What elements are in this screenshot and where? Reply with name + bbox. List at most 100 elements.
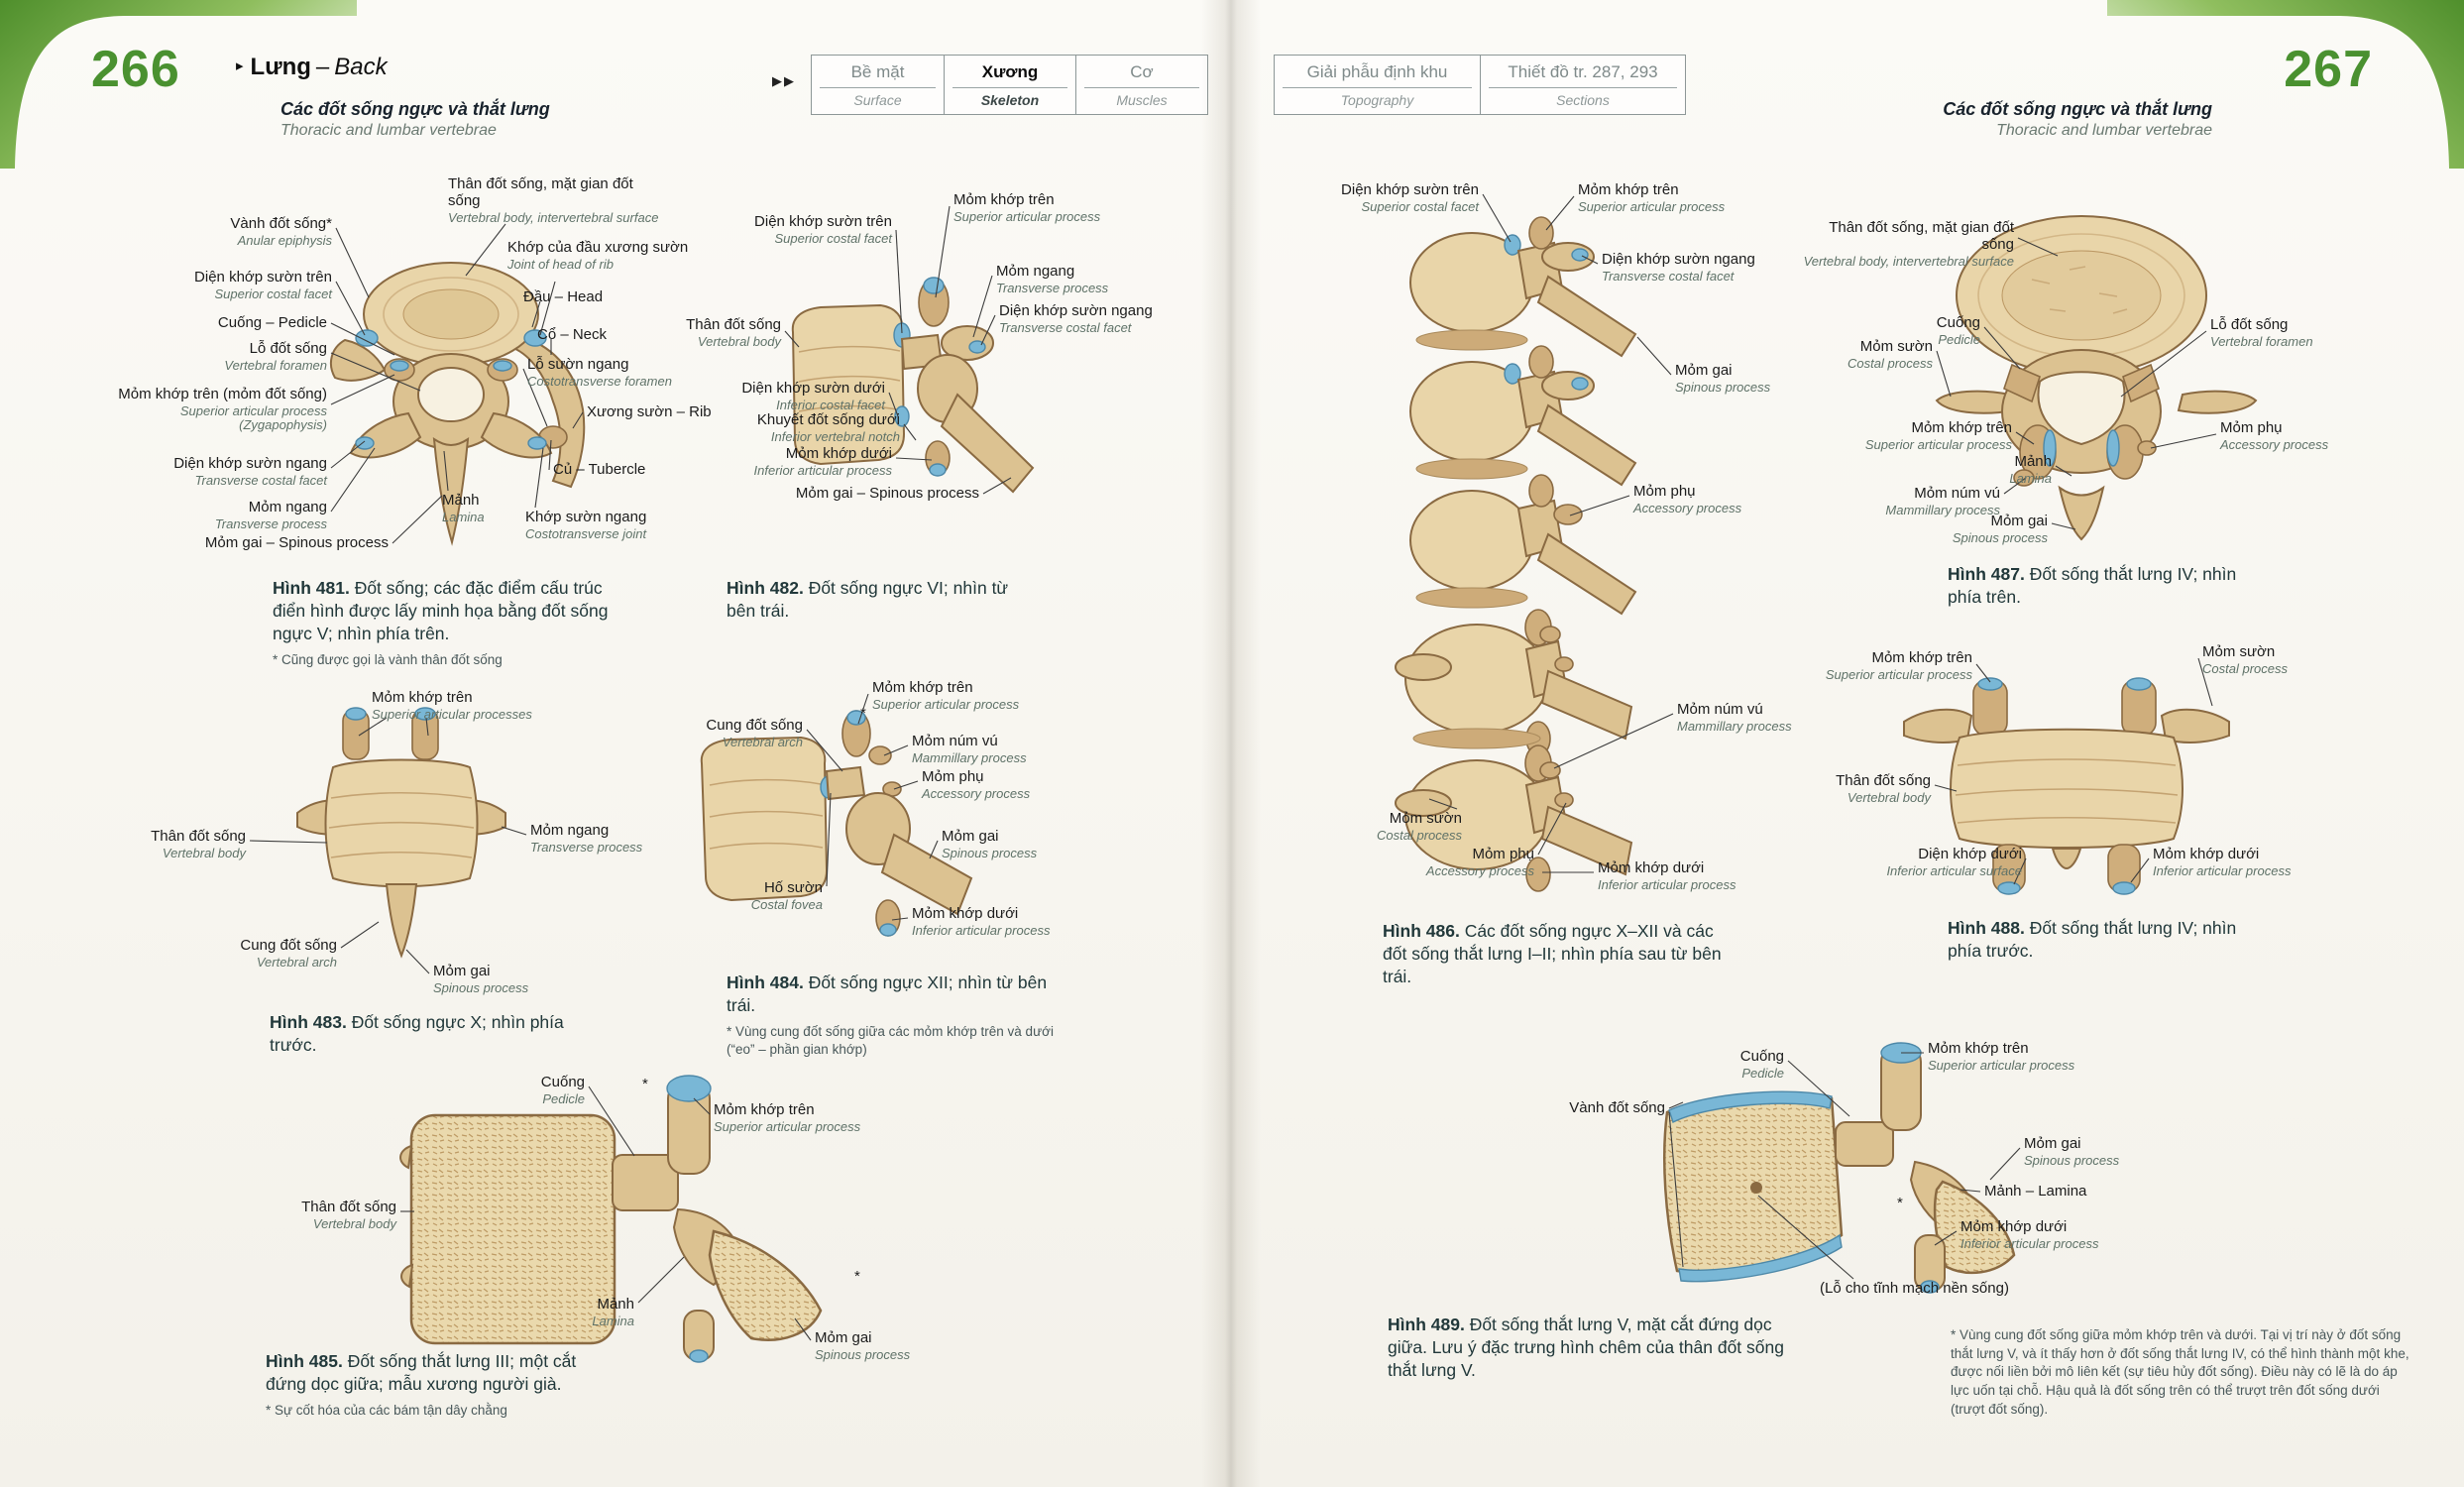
vertebra-superior-view-art [329,262,586,546]
caption-text: Đốt sống; các đặc điểm cấu trúc điển hìn… [273,578,609,644]
figure-caption-484: Hình 484. Đốt sống ngực XII; nhìn từ bên… [727,972,1054,1058]
page-subtitle-left: Các đốt sống ngực và thắt lưng Thoracic … [280,98,550,142]
fig-482-illustration [763,248,1061,545]
caption-text: Đốt sống ngực X; nhìn phía trước. [270,1012,564,1056]
label-text-en: Spinous process [433,979,529,995]
vertebra-lateral-view-art [791,277,1035,494]
tab-label-vi: Thiết đồ tr. 287, 293 [1489,62,1677,88]
fig-483-illustration [287,694,515,981]
label-text-en: Vertebral body, intervertebral surface [448,209,659,225]
fig-485-illustration [387,1061,862,1388]
label-text-en: Superior costal facet [214,286,332,301]
tab-label-en: Muscles [1116,92,1168,108]
tab-sections: Thiết đồ tr. 287, 293 Sections [1480,56,1685,114]
tab-label-en: Sections [1556,92,1610,108]
section-title: ▸Lưng–Back [236,54,388,81]
label-text-vi: Lỗ đốt sống [249,340,327,357]
tab-surface: Bề mặt Surface [812,56,944,114]
subtitle-en: Thoracic and lumbar vertebrae [280,122,497,140]
label-text-vi: Thân đốt sống [151,828,246,845]
label-text-en: Costal process [1848,355,1933,371]
subtitle-vi: Các đốt sống ngực và thắt lưng [1943,99,2212,119]
caption-number: Hình 488. [1948,918,2025,938]
label-fig481-4: Mỏm khớp trên (mỏm đốt sống)Superior art… [114,386,327,433]
vertebra-anterior-view-art [296,707,506,959]
caption-number: Hình 489. [1388,1315,1465,1334]
caption-text: Các đốt sống ngực X–XII và các đốt sống … [1383,921,1722,987]
tab-skeleton: Xương Skeleton [944,56,1075,114]
page-gutter [1201,0,1261,1487]
caption-number: Hình 482. [727,578,804,598]
label-text-vi: Cuống – Pedicle [217,314,327,331]
caption-text: Đốt sống thắt lưng IV; nhìn phía trước. [1948,918,2237,962]
label-text-vi: Xương sườn – Rib [587,403,712,420]
caption-text: Đốt sống thắt lưng V, mặt cắt đứng dọc g… [1388,1315,1784,1381]
fig-486-illustration [1388,188,1705,902]
caption-footnote: * Vùng cung đốt sống giữa các mỏm khớp t… [727,1024,1054,1057]
section-title-vi: Lưng [250,54,311,80]
figure-caption-481: Hình 481. Đốt sống; các đặc điểm cấu trú… [273,577,615,669]
page-subtitle-right: Các đốt sống ngực và thắt lưng Thoracic … [1943,98,2212,142]
corner-decoration-right [2107,0,2464,173]
vertebra-sagittal-section-art [1662,1042,2016,1294]
tab-label-en: Surface [853,92,902,108]
label-text-vi: Mỏm khớp trên [1871,649,1972,666]
caption-footnote: * Sự cốt hóa của các bám tận dây chằng [266,1403,507,1419]
figure-caption-485: Hình 485. Đốt sống thắt lưng III; một cắ… [266,1350,593,1420]
label-text-en: Vertebral body [312,1215,396,1231]
figure-caption-483: Hình 483. Đốt sống ngực X; nhìn phía trư… [270,1011,567,1057]
figure-caption-486: Hình 486. Các đốt sống ngực X–XII và các… [1383,920,1725,988]
tab-muscles: Cơ Muscles [1075,56,1207,114]
page-footnote: * Vùng cung đốt sống giữa mỏm khớp trên … [1951,1327,2409,1417]
fig-487-illustration [1933,198,2260,545]
label-text-en: Superior costal facet [774,230,892,246]
caption-number: Hình 481. [273,578,350,598]
tabs-arrows-icon: ▶▶ [772,73,796,88]
label-fig481-13: Xương sườn – Rib [587,403,712,421]
page-number-left: 266 [91,41,180,98]
label-text-en: Transverse process [214,515,327,531]
caption-number: Hình 484. [727,972,804,992]
caption-number: Hình 487. [1948,564,2025,584]
label-text-vi: Thân đốt sống, mặt gian đốt sống [448,175,633,209]
label-fig481-0: Vành đốt sống*Anular epiphysis [230,215,332,248]
caption-number: Hình 483. [270,1012,347,1032]
section-marker-icon: ▸ [236,57,244,74]
label-text-vi: Vành đốt sống* [230,215,332,232]
tab-label-en: Topography [1340,92,1414,108]
vertebra-superior-view-art [1935,215,2258,541]
label-text-vi: Diện khớp sườn ngang [173,455,327,472]
tab-topography: Giải phẫu định khu Topography [1275,56,1480,114]
tab-label-vi: Cơ [1084,62,1199,88]
subtitle-vi: Các đốt sống ngực và thắt lưng [280,99,550,119]
label-text-vi: Mỏm sườn [2202,643,2276,660]
label-text-en: Superior articular process (Zygapophysis… [179,402,327,433]
caption-text: Đốt sống thắt lưng III; một cắt đứng dọc… [266,1351,577,1395]
label-text-en: Superior articular process [953,208,1101,224]
label-text-en: Anular epiphysis [237,232,332,248]
vertebra-lateral-view-art [700,710,973,937]
figure-caption-488: Hình 488. Đốt sống thắt lưng IV; nhìn ph… [1948,917,2265,963]
label-text-vi: Diện khớp sườn trên [754,213,892,230]
figure-caption-489: Hình 489. Đốt sống thắt lưng V, mặt cắt … [1388,1314,1814,1382]
page-number-right: 267 [2284,41,2373,98]
fig-488-illustration [1898,674,2235,902]
subtitle-en: Thoracic and lumbar vertebrae [1996,122,2212,140]
vertebra-anterior-view-art [1903,677,2230,895]
label-text-vi: Mỏm ngang [530,822,610,839]
caption-text: Đốt sống ngực XII; nhìn từ bên trái. [727,972,1048,1016]
fig-489-illustration [1645,1041,2022,1328]
label-text-en: Vertebral body [162,845,246,860]
caption-footnote: * Cũng được gọi là vành thân đốt sống [273,652,503,668]
caption-text: Đốt sống ngực VI; nhìn từ bên trái. [727,578,1009,622]
label-text-vi: Mỏm gai [2024,1135,2081,1152]
label-text-vi: Mỏm ngang [248,499,327,515]
